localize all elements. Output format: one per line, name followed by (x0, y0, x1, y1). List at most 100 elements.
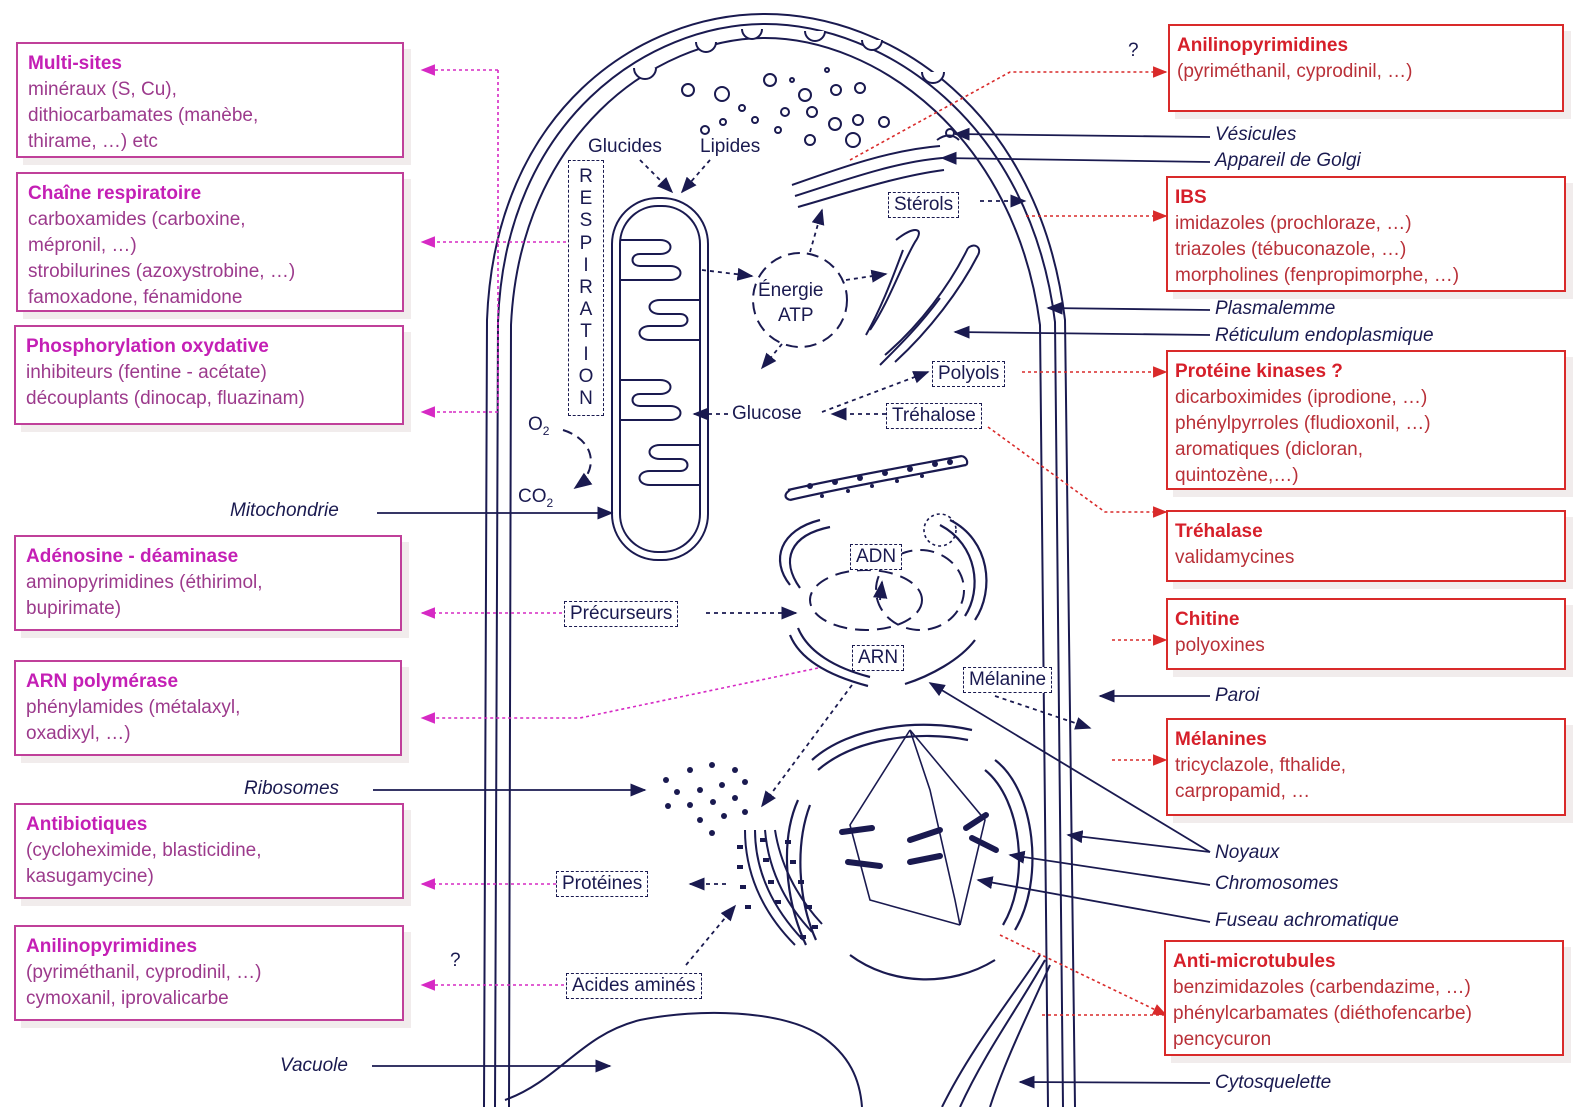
box-line: aromatiques (dicloran, (1175, 437, 1557, 463)
respiration-letter: E (580, 189, 593, 209)
respiration-label: R E S P I R A T I O N (568, 160, 604, 416)
box-arn-polymerase: ARN polymérase phénylamides (métalaxyl, … (14, 660, 402, 756)
reticulum (866, 230, 979, 365)
label-lipides: Lipides (700, 136, 760, 158)
label-plasmalemme: Plasmalemme (1215, 298, 1335, 320)
label-arn: ARN (852, 645, 904, 671)
label-chromosomes: Chromosomes (1215, 873, 1339, 895)
box-ibs: IBS imidazoles (prochloraze, …) triazole… (1166, 176, 1566, 292)
box-line: inhibiteurs (fentine - acétate) (26, 360, 392, 386)
label-atp: ATP (778, 305, 814, 327)
box-antibiotiques: Antibiotiques (cycloheximide, blasticidi… (14, 803, 404, 899)
box-line: (cycloheximide, blasticidine, (26, 838, 392, 864)
label-trehalose: Tréhalose (886, 403, 982, 429)
box-title: Anilinopyrimidines (26, 934, 392, 960)
box-line: (pyriméthanil, cyprodinil, …) (26, 960, 392, 986)
label-energie: Énergie (758, 280, 824, 302)
box-line: bupirimate) (26, 596, 390, 622)
box-line: dithiocarbamates (manèbe, (28, 103, 392, 129)
box-line: morpholines (fenpropimorphe, …) (1175, 263, 1557, 289)
box-line: phénylpyrroles (fludioxonil, …) (1175, 411, 1557, 437)
box-line: famoxadone, fénamidone (28, 285, 392, 311)
o2-text: O (528, 414, 543, 435)
box-line: phénylamides (métalaxyl, (26, 695, 390, 721)
box-title: Mélanines (1175, 727, 1557, 753)
label-glucose: Glucose (732, 403, 802, 425)
box-title: Chaîne respiratoire (28, 181, 392, 207)
respiration-letter: S (580, 211, 593, 231)
label-polyols: Polyols (932, 361, 1005, 387)
respiration-letter: I (583, 345, 588, 365)
box-title: Multi-sites (28, 51, 392, 77)
respiration-letter: A (580, 300, 593, 320)
box-anilinopyrimidines-left: Anilinopyrimidines (pyriméthanil, cyprod… (14, 925, 404, 1021)
box-title: Anti-microtubules (1173, 949, 1555, 975)
box-line: kasugamycine) (26, 864, 392, 890)
box-chitine: Chitine polyoxines (1166, 598, 1566, 670)
box-line: thirame, …) etc (28, 129, 392, 155)
label-vesicules: Vésicules (1215, 124, 1296, 146)
co2-text: CO (518, 486, 547, 507)
co2-sub: 2 (547, 496, 554, 510)
chromosomes-marks (842, 815, 996, 866)
label-precurseurs: Précurseurs (564, 601, 678, 627)
box-line: mépronil, …) (28, 233, 392, 259)
respiration-letter: P (580, 234, 593, 254)
box-line: benzimidazoles (carbendazime, …) (1173, 975, 1555, 1001)
o2-co2-arc (563, 430, 591, 488)
box-line: pencycuron (1173, 1027, 1555, 1053)
left-target-arrows (422, 70, 818, 985)
label-mitochondrie: Mitochondrie (230, 500, 339, 522)
label-golgi: Appareil de Golgi (1215, 150, 1361, 172)
box-line: imidazoles (prochloraze, …) (1175, 211, 1557, 237)
respiration-letter: T (580, 322, 592, 342)
box-title: Anilinopyrimidines (1177, 33, 1555, 59)
ribosomes (663, 762, 748, 836)
box-line: aminopyrimidines (éthirimol, (26, 570, 390, 596)
respiration-letter: O (579, 367, 594, 387)
box-line: (pyriméthanil, cyprodinil, …) (1177, 59, 1555, 85)
box-proteine-kinases: Protéine kinases ? dicarboximides (iprod… (1166, 350, 1566, 490)
label-acides-amines: Acides aminés (566, 973, 702, 999)
o2-sub: 2 (543, 424, 550, 438)
label-noyaux: Noyaux (1215, 842, 1279, 864)
box-line: tricyclazole, fthalide, (1175, 753, 1557, 779)
box-chaine-respiratoire: Chaîne respiratoire carboxamides (carbox… (16, 172, 404, 312)
box-line: cymoxanil, iprovalicarbe (26, 986, 392, 1012)
box-line: dicarboximides (iprodione, …) (1175, 385, 1557, 411)
respiration-letter: R (579, 278, 593, 298)
box-anti-microtubules: Anti-microtubules benzimidazoles (carben… (1164, 940, 1564, 1056)
box-line: validamycines (1175, 545, 1557, 571)
box-title: Adénosine - déaminase (26, 544, 390, 570)
cytoskeleton (942, 955, 1050, 1107)
question-mark: ? (450, 950, 461, 972)
label-paroi: Paroi (1215, 685, 1259, 707)
mitochondrion (612, 198, 708, 560)
box-line: triazoles (tébuconazole, …) (1175, 237, 1557, 263)
label-vacuole: Vacuole (280, 1055, 348, 1077)
box-line: phénylcarbamates (diéthofencarbe) (1173, 1001, 1555, 1027)
question-mark: ? (1128, 40, 1139, 62)
box-title: ARN polymérase (26, 669, 390, 695)
label-melanine: Mélanine (963, 667, 1052, 693)
vacuole (505, 1013, 862, 1107)
respiration-letter: I (583, 256, 588, 276)
box-line: carboxamides (carboxine, (28, 207, 392, 233)
label-co2: CO2 (518, 486, 553, 514)
box-line: strobilurines (azoxystrobine, …) (28, 259, 392, 285)
label-proteines: Protéines (556, 871, 648, 897)
box-adenosine-deaminase: Adénosine - déaminase aminopyrimidines (… (14, 535, 402, 631)
box-line: carpropamid, … (1175, 779, 1557, 805)
box-multi-sites: Multi-sites minéraux (S, Cu), dithiocarb… (16, 42, 404, 158)
label-adn: ADN (850, 544, 902, 570)
label-sterols: Stérols (888, 192, 959, 218)
box-line: polyoxines (1175, 633, 1557, 659)
label-ribosomes: Ribosomes (244, 778, 339, 800)
label-fuseau: Fuseau achromatique (1215, 910, 1399, 932)
respiration-letter: R (579, 167, 593, 187)
label-cytosquelette: Cytosquelette (1215, 1072, 1331, 1094)
box-trehalase: Tréhalase validamycines (1166, 510, 1566, 582)
box-title: Tréhalase (1175, 519, 1557, 545)
box-phosphorylation: Phosphorylation oxydative inhibiteurs (f… (14, 325, 404, 425)
label-o2: O2 (528, 414, 549, 442)
